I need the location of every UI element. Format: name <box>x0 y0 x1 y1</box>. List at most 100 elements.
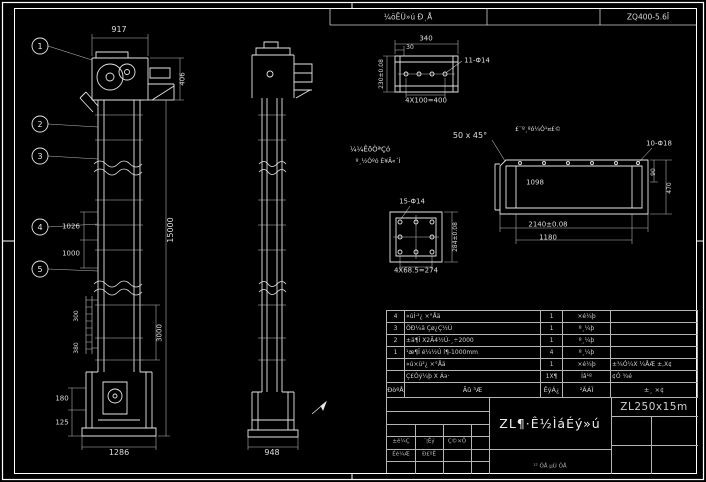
dimension-label: 340 <box>419 34 433 43</box>
parts-cell-mat: ×é¼þ <box>563 359 611 371</box>
parts-header-cell: Ãû ³Æ <box>405 383 541 398</box>
balloon-number: 3 <box>37 152 42 161</box>
dimension-label: 1026 <box>62 222 80 231</box>
header-strip-lines <box>329 8 697 26</box>
dimension-label: 30 <box>406 44 414 51</box>
dimension-label: 406 <box>178 72 187 86</box>
title-block-divider <box>387 411 489 412</box>
dimension-label: 15000 <box>166 217 175 243</box>
parts-cell-mat: º¸¼þ <box>563 323 611 335</box>
parts-cell-note: ±¾Ó¼X ¼ÅÆ ±,X¢ <box>611 359 698 371</box>
ladder <box>85 296 98 354</box>
parts-cell-qty: 1 <box>541 359 563 371</box>
balloon-number: 2 <box>37 120 42 129</box>
dimension-label: 948 <box>264 448 280 457</box>
parts-cell-qty: 4 <box>541 347 563 359</box>
title-block-divider <box>651 416 652 474</box>
dimension-label: 300 <box>73 310 80 322</box>
sheet-count-label: ¹² ÕÅ µÚ ÕÅ <box>533 463 567 470</box>
parts-cell-note <box>611 311 698 323</box>
parts-cell-note <box>611 323 698 335</box>
parts-cell-no: 1 <box>387 347 405 359</box>
flange-joint-lines <box>95 114 286 361</box>
weld-symbol <box>311 400 327 415</box>
dimension-label: 15-Φ14 <box>399 197 425 206</box>
dimension-label: 230±0.08 <box>378 59 385 89</box>
parts-header-cell: ÐòºÅ <box>387 383 405 398</box>
elevator-side-view <box>247 41 313 438</box>
parts-header-cell: ±¸ ×¢ <box>611 383 698 398</box>
dimension-label: 380 <box>73 342 80 354</box>
dimension-label: 11-Φ14 <box>464 56 490 65</box>
parts-cell-no: 2 <box>387 335 405 347</box>
header-cell-gearbox-model: ZQ400-5.6Î <box>626 12 670 22</box>
parts-cell-name: »ú×ù²¿ ×°Åä <box>405 359 541 371</box>
balloon-number: 1 <box>37 42 42 51</box>
detail-cover-plate <box>494 159 649 215</box>
parts-cell-name: ÖÐ¼ä Çø¿Ç½Ú <box>405 323 541 335</box>
parts-header-cell: ²ÄÁÏ <box>563 383 611 398</box>
drawing-model-number: ZL250x15m <box>620 400 688 413</box>
dimension-label: 2140±0.08 <box>528 220 568 229</box>
parts-cell-note <box>611 347 698 359</box>
title-block-divider <box>611 398 612 474</box>
balloon-callouts: 1 2 3 4 5 <box>31 37 49 278</box>
parts-cell-no: 3 <box>387 323 405 335</box>
parts-cell-mat: º¸¼þ <box>563 335 611 347</box>
elevator-front-view <box>79 51 175 437</box>
title-block-divider <box>387 449 489 450</box>
sig-label-check: Ð£ºË <box>422 451 436 458</box>
dimension-label: 1286 <box>108 448 130 457</box>
parts-cell-name: »úÍ·²¿ ×°Åä <box>405 311 541 323</box>
parts-cell-mat: º¸¼þ <box>563 347 611 359</box>
parts-cell-note <box>611 335 698 347</box>
title-block: ±ê¼Ç ´¦Êý Ç©×Ö Éè¼Æ Ð£ºË ZL¶·Ê½ÌáÉý»ú ¹²… <box>386 397 698 474</box>
header-cell-reducer-label: ¼õËÙ»ú ÐͺÅ <box>383 12 433 22</box>
dimension-label: 1000 <box>62 249 80 258</box>
sig-label-design: Éè¼Æ <box>392 451 410 458</box>
dimension-label: 3000 <box>155 324 164 342</box>
dimension-lines <box>47 34 672 450</box>
parts-cell-mat: ×é¼þ <box>563 311 611 323</box>
parts-cell-no <box>387 359 405 371</box>
dimension-label: ¼¼ÊõÒªÇó <box>349 145 391 154</box>
dimension-label: º¸½Óºó È¥Ã«´Ì <box>355 158 401 165</box>
drawing-title: ZL¶·Ê½ÌáÉý»ú <box>499 415 601 431</box>
dimension-label: 180 <box>55 394 69 403</box>
dimension-label: £¨º¸ºó¼Ó¹¤£© <box>515 126 561 133</box>
balloon-number: 5 <box>37 265 42 274</box>
parts-cell-qty: 1 <box>541 323 563 335</box>
dimension-label: 90 <box>650 168 657 176</box>
balloon-number: 4 <box>37 223 42 232</box>
parts-cell-qty: 1 <box>541 311 563 323</box>
dimension-label: 1180 <box>539 233 557 242</box>
sig-label-mark: ±ê¼Ç <box>392 438 410 445</box>
dimension-label: 284±0.08 <box>452 222 459 252</box>
title-block-divider <box>387 424 489 425</box>
detail-channel-section <box>394 55 459 93</box>
dimension-label: 10-Φ18 <box>646 139 672 148</box>
dimension-label: 4Χ68.5=274 <box>393 266 439 275</box>
sig-label-count: ´¦Êý <box>423 438 435 445</box>
parts-cell-name: ±ä¶Î X2Ã4½Ú-¸÷2000 <box>405 335 541 347</box>
dimension-label: 4Χ100=400 <box>405 96 447 105</box>
section-break-lines <box>93 160 287 296</box>
parts-cell-qty: 1 <box>541 335 563 347</box>
title-block-divider <box>387 461 489 462</box>
parts-cell-name: ¹æ¶Î é¼½Ú í¶-1000mm <box>405 347 541 359</box>
title-block-divider <box>611 445 698 446</box>
dimension-label: 470 <box>666 182 673 194</box>
dimension-label: 125 <box>55 418 69 427</box>
title-block-divider <box>489 398 490 474</box>
parts-header-cell: ÊýÁ¿ <box>541 383 563 398</box>
dimension-label: 917 <box>111 25 127 34</box>
title-block-divider <box>387 436 489 437</box>
title-block-divider <box>489 449 611 450</box>
dimension-label: 50 x 45° <box>452 131 488 140</box>
detail-flange-plate <box>389 211 443 263</box>
